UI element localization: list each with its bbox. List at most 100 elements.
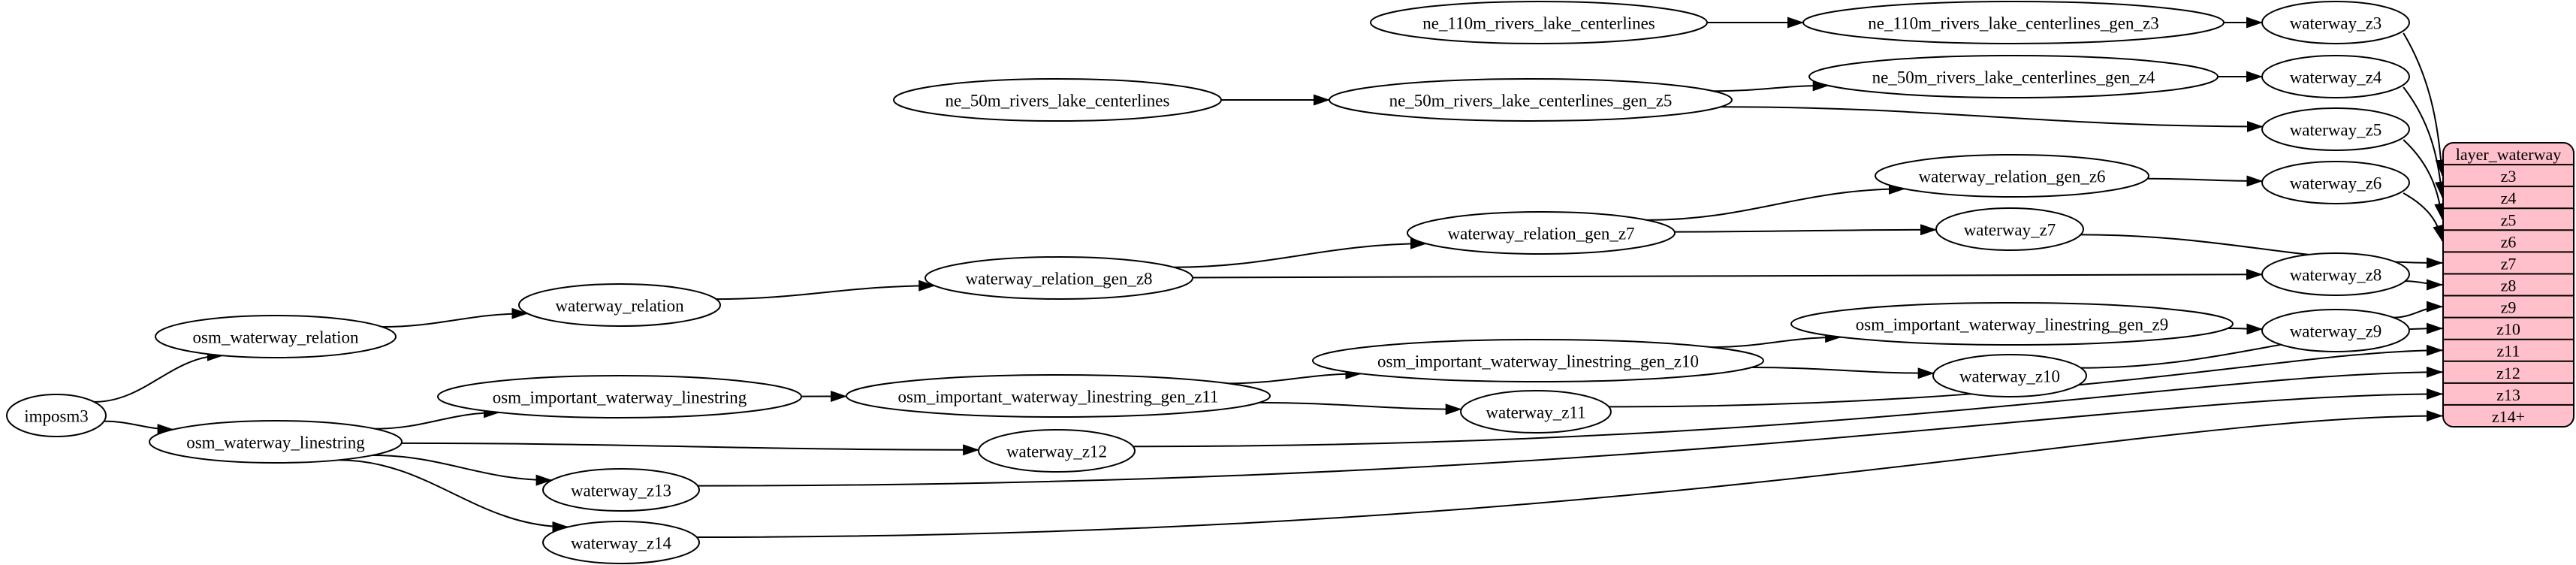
node-label: waterway_z5 [2290, 121, 2382, 140]
node-label: waterway_z3 [2290, 14, 2382, 33]
node-label: waterway_relation [555, 297, 684, 316]
node-label: osm_important_waterway_linestring_gen_z9 [1856, 316, 2168, 334]
node-ellipse [437, 375, 802, 418]
node-label: imposm3 [24, 407, 89, 426]
node-osm_important_waterway_linestring_gen_z11: osm_important_waterway_linestring_gen_z1… [846, 374, 1271, 418]
table-row-z4: z4 [2501, 189, 2517, 207]
table-row-z10: z10 [2496, 320, 2520, 339]
edge-waterway_z9-to-layer_waterway-z9 [2394, 301, 2443, 319]
table-row-z6: z6 [2501, 232, 2517, 251]
node-waterway_z4: waterway_z4 [2261, 55, 2410, 98]
edge-waterway_relation_gen_z8-to-waterway_z8 [1192, 268, 2264, 280]
edge-waterway_z13-to-layer_waterway-z13 [698, 388, 2443, 487]
edge-waterway_z4-to-layer_waterway-z4 [2403, 86, 2447, 198]
edge-waterway_z3-to-layer_waterway-z3 [2403, 32, 2447, 177]
edge-waterway_relation_gen_z7-to-waterway_z7 [1674, 224, 1938, 236]
node-label: waterway_z13 [571, 482, 671, 500]
node-waterway_relation: waterway_relation [518, 283, 721, 327]
node-ne_50m_rivers_lake_centerlines_gen_z4: ne_50m_rivers_lake_centerlines_gen_z4 [1808, 55, 2219, 98]
node-waterway_z6: waterway_z6 [2261, 161, 2410, 204]
node-label: waterway_z7 [1964, 221, 2056, 240]
node-label: osm_waterway_linestring [186, 434, 365, 452]
node-ne_110m_rivers_lake_centerlines: ne_110m_rivers_lake_centerlines [1370, 1, 1708, 44]
edge-osm_important_waterway_linestring_gen_z11-to-waterway_z11 [1259, 401, 1462, 415]
node-ellipse [1935, 207, 2084, 251]
table-row-z13: z13 [2496, 385, 2520, 404]
node-waterway_relation_gen_z6: waterway_relation_gen_z6 [1875, 154, 2149, 198]
edge-osm_important_waterway_linestring_gen_z10-to-osm_important_waterway_linestring_gen_z9 [1711, 331, 1842, 349]
edge-imposm3-to-osm_waterway_relation [94, 349, 224, 403]
node-osm_important_waterway_linestring_gen_z10: osm_important_waterway_linestring_gen_z1… [1312, 339, 1764, 382]
edge-waterway_z5-to-layer_waterway-z5 [2403, 139, 2446, 220]
node-label: osm_important_waterway_linestring [493, 388, 747, 407]
node-ellipse [542, 468, 700, 512]
edge-ne_50m_rivers_lake_centerlines_gen_z5-to-waterway_z5 [1721, 106, 2264, 132]
nodes-layer: imposm3 osm_waterway_relation osm_waterway… [6, 1, 2410, 564]
edge-osm_waterway_linestring-to-waterway_z12 [401, 442, 980, 456]
table-row-z12: z12 [2496, 364, 2520, 382]
edge-waterway_z11-to-layer_waterway-z11 [1609, 344, 2443, 408]
node-osm_waterway_relation: osm_waterway_relation [155, 315, 397, 358]
table-row-z3: z3 [2501, 167, 2517, 186]
edge-osm_waterway_relation-to-waterway_relation [382, 307, 529, 328]
table-row-z9: z9 [2501, 298, 2517, 317]
node-label: waterway_z12 [1006, 443, 1107, 461]
node-label: ne_50m_rivers_lake_centerlines_gen_z4 [1872, 68, 2155, 87]
node-ellipse [1875, 154, 2149, 198]
edge-waterway_z6-to-layer_waterway-z6 [2403, 192, 2444, 242]
node-label: osm_important_waterway_linestring_gen_z1… [1377, 352, 1699, 371]
node-ellipse [925, 256, 1193, 300]
edge-osm_important_waterway_linestring_gen_z10-to-waterway_z10 [1751, 367, 1935, 379]
node-ellipse [1802, 1, 2225, 44]
node-label: waterway_z6 [2290, 174, 2382, 193]
node-ellipse [1790, 302, 2234, 346]
node-ne_110m_rivers_lake_centerlines_gen_z3: ne_110m_rivers_lake_centerlines_gen_z3 [1802, 1, 2225, 44]
table-row-z8: z8 [2501, 276, 2517, 295]
table-title: layer_waterway [2456, 145, 2561, 164]
node-ellipse [1932, 354, 2087, 397]
node-ellipse [6, 394, 107, 437]
node-waterway_relation_gen_z7: waterway_relation_gen_z7 [1407, 211, 1676, 255]
node-label: waterway_z9 [2290, 322, 2382, 341]
edge-waterway_relation_gen_z8-to-waterway_relation_gen_z7 [1174, 237, 1427, 268]
node-ellipse [542, 521, 700, 564]
node-ellipse [1808, 55, 2219, 98]
node-ne_50m_rivers_lake_centerlines_gen_z5: ne_50m_rivers_lake_centerlines_gen_z5 [1329, 78, 1733, 122]
edge-waterway_relation_gen_z6-to-waterway_z6 [2147, 175, 2264, 187]
node-waterway_z9: waterway_z9 [2261, 309, 2410, 352]
edge-osm_waterway_linestring-to-waterway_z13 [372, 454, 553, 486]
node-label: waterway_z14 [571, 534, 672, 553]
node-waterway_z14: waterway_z14 [542, 521, 700, 564]
node-imposm3: imposm3 [6, 394, 107, 437]
node-waterway_z5: waterway_z5 [2261, 107, 2410, 151]
node-waterway_z3: waterway_z3 [2261, 1, 2410, 44]
node-ellipse [846, 374, 1271, 418]
edge-waterway_z8-to-layer_waterway-z8 [2405, 279, 2443, 291]
edges-layer [94, 17, 2447, 539]
node-label: ne_110m_rivers_lake_centerlines_gen_z3 [1868, 14, 2158, 33]
node-ellipse [2261, 252, 2410, 296]
node-waterway_z10: waterway_z10 [1932, 354, 2087, 397]
node-label: osm_important_waterway_linestring_gen_z1… [897, 388, 1218, 406]
edge-waterway_z7-to-layer_waterway-z7 [2080, 234, 2443, 269]
node-label: waterway_relation_gen_z8 [965, 270, 1152, 289]
edge-waterway_z12-to-layer_waterway-z12 [1133, 366, 2443, 448]
table-row-z5: z5 [2501, 210, 2517, 229]
edge-osm_important_waterway_linestring_gen_z11-to-osm_important_waterway_linestring_gen_z10 [1228, 367, 1362, 385]
node-label: waterway_z8 [2290, 266, 2382, 285]
table-row-z7: z7 [2501, 254, 2517, 273]
node-ellipse [518, 283, 721, 327]
node-ellipse [2261, 55, 2410, 98]
node-waterway_z12: waterway_z12 [978, 429, 1136, 473]
node-ellipse [893, 78, 1222, 122]
edge-waterway_relation-to-waterway_relation_gen_z8 [716, 279, 936, 301]
table-row-z14+: z14+ [2492, 407, 2525, 426]
edge-osm_important_waterway_linestring_gen_z9-to-waterway_z9 [2228, 323, 2264, 335]
node-ellipse [978, 429, 1136, 473]
edge-imposm3-to-osm_waterway_linestring [104, 420, 174, 436]
node-waterway_z13: waterway_z13 [542, 468, 700, 512]
node-waterway_z8: waterway_z8 [2261, 252, 2410, 296]
node-ellipse [1329, 78, 1733, 122]
node-osm_waterway_linestring: osm_waterway_linestring [149, 420, 403, 464]
